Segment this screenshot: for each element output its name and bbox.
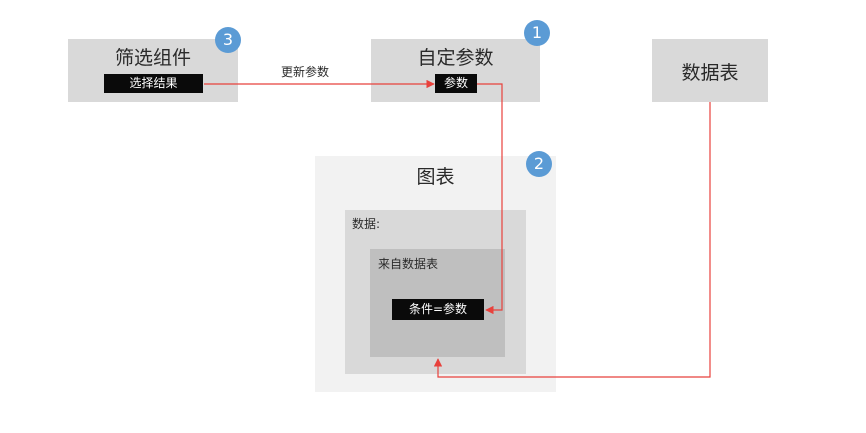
- chart-data-label: 数据:: [352, 217, 381, 231]
- update-param-edge-label: 更新参数: [281, 65, 330, 79]
- condition-tag: 条件=参数: [392, 299, 484, 320]
- chart-source-label: 来自数据表: [378, 257, 439, 271]
- filter-component-title: 筛选组件: [114, 47, 191, 69]
- custom-param-box: 自定参数 参数: [371, 39, 540, 102]
- step-3-badge: 3: [215, 27, 241, 53]
- param-tag: 参数: [435, 74, 477, 93]
- selection-result-tag: 选择结果: [104, 74, 203, 93]
- data-table-title: 数据表: [681, 62, 739, 84]
- filter-component-box: 筛选组件 选择结果: [68, 39, 238, 102]
- chart-source-area: 来自数据表 条件=参数: [370, 249, 505, 357]
- chart-title: 图表: [416, 166, 455, 188]
- step-1-badge: 1: [524, 20, 550, 46]
- data-table-box: 数据表: [652, 39, 768, 102]
- step-2-badge: 2: [526, 151, 552, 177]
- custom-param-title: 自定参数: [417, 47, 494, 69]
